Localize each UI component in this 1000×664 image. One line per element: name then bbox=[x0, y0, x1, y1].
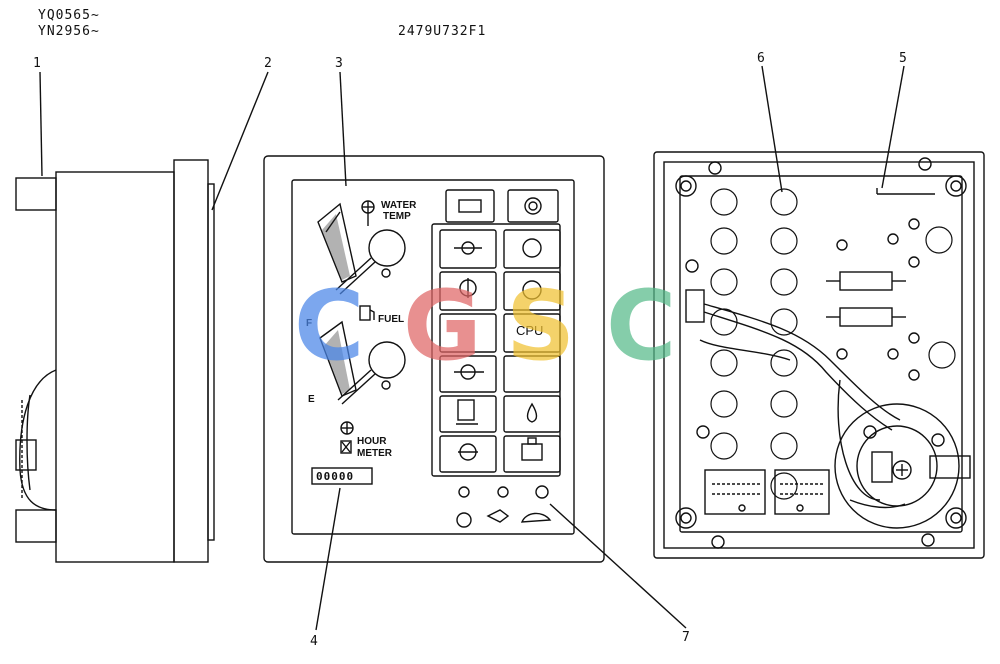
wire-harness bbox=[685, 289, 901, 501]
leader-7 bbox=[549, 503, 687, 629]
watermark-letter-2: G bbox=[403, 270, 482, 382]
bottom-indicator-lamps bbox=[456, 485, 552, 528]
leader-2 bbox=[211, 71, 269, 211]
fuel-empty-mark: E bbox=[308, 394, 315, 405]
circuit-board-parts bbox=[826, 218, 920, 381]
fuel-gauge-shade bbox=[324, 330, 350, 394]
watermark-letter-1: C bbox=[294, 270, 365, 382]
callout-4: 4 bbox=[310, 634, 318, 649]
water-temp-label-line2: TEMP bbox=[383, 211, 411, 222]
hour-meter-display: 00000 bbox=[316, 470, 355, 483]
leader-1 bbox=[39, 71, 43, 177]
part-number: 2479U732F1 bbox=[398, 24, 487, 39]
fuel-label: FUEL bbox=[378, 314, 405, 325]
hour-meter bbox=[311, 421, 373, 485]
leader-4 bbox=[315, 487, 341, 631]
hour-meter-label-line1: HOUR bbox=[357, 436, 387, 447]
callout-2: 2 bbox=[264, 56, 272, 71]
callout-3: 3 bbox=[335, 56, 343, 71]
hour-meter-label-line2: METER bbox=[357, 448, 392, 459]
fuel-full-mark: F bbox=[306, 318, 313, 329]
serial-range-start: YQ0565~ bbox=[38, 8, 100, 23]
water-temp-label-line1: WATER bbox=[381, 200, 417, 211]
callout-7: 7 bbox=[682, 630, 690, 645]
front-panel-outline bbox=[263, 155, 605, 563]
side-view-housing bbox=[15, 159, 215, 563]
rear-view-housing bbox=[653, 151, 985, 559]
leader-5 bbox=[881, 65, 905, 189]
bulb-sockets bbox=[710, 188, 956, 500]
water-temp-gauge-shade bbox=[322, 214, 350, 280]
cpu-lamp-label: CPU bbox=[516, 323, 544, 338]
indicator-lamp-grid bbox=[431, 189, 561, 477]
leader-3 bbox=[339, 71, 347, 187]
water-temp-gauge bbox=[317, 200, 406, 295]
buzzer-unit bbox=[834, 403, 971, 529]
callout-1: 1 bbox=[33, 56, 41, 71]
watermark-letter-3: S bbox=[506, 270, 576, 382]
leader-6 bbox=[761, 65, 783, 193]
wiring-connectors bbox=[704, 469, 830, 515]
callout-6: 6 bbox=[757, 51, 765, 66]
fuel-gauge bbox=[319, 305, 406, 405]
callout-5: 5 bbox=[899, 51, 907, 66]
serial-range-end: YN2956~ bbox=[38, 24, 100, 39]
watermark-letter-4: C bbox=[606, 270, 677, 382]
